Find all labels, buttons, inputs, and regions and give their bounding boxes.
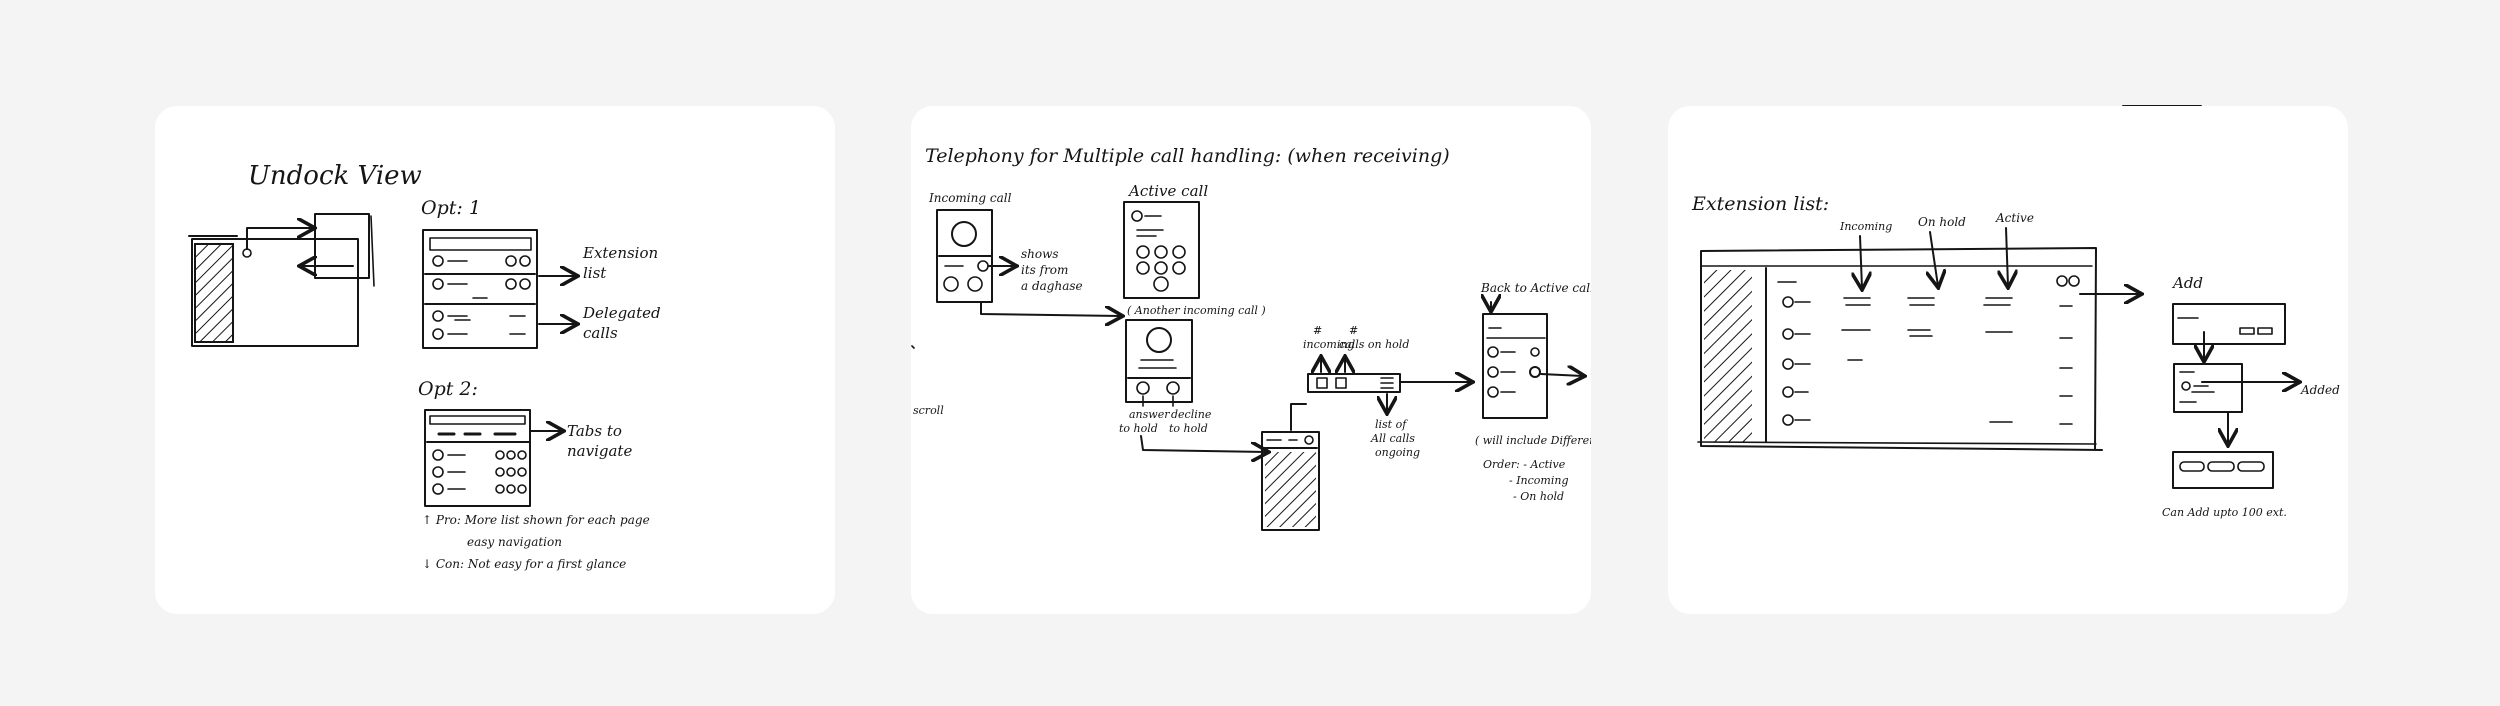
shows-line1: shows (1021, 247, 1059, 261)
back-to-active-sketch (1483, 302, 1583, 419)
list-calls-line2: All calls (1370, 432, 1415, 445)
add-flow-sketch (2172, 303, 2298, 489)
opt1-phone-sketch (422, 229, 576, 349)
num-onhold-line1: # (1349, 324, 1358, 337)
label-tabs-line1: Tabs to (567, 422, 622, 440)
answer-hold-line1: answer (1129, 408, 1170, 421)
num-incoming-line1: # (1313, 324, 1322, 337)
num-incoming-line2: incoming (1303, 338, 1354, 351)
active-call-sketch (1123, 201, 1200, 299)
num-onhold-line2: calls on hold (1339, 338, 1409, 351)
incoming-call-sketch (936, 209, 1121, 316)
active-call-label: Active call (1127, 182, 1208, 200)
another-incoming-sketch (1125, 319, 1267, 452)
order-line1: Order: - Active (1483, 458, 1566, 471)
back-to-active-label: Back to Active call (1480, 281, 1591, 295)
extension-window-sketch (1697, 227, 2140, 451)
shows-line3: a daghase (1021, 279, 1083, 293)
another-incoming-label: ( Another incoming call ) (1127, 304, 1266, 317)
add-label: Add (2171, 274, 2203, 292)
incoming-call-label: Incoming call (928, 191, 1012, 205)
undock-window-sketch (188, 213, 375, 347)
list-calls-line1: list of (1375, 418, 1408, 431)
pro-line1: ↑ Pro: More list shown for each page (422, 513, 650, 527)
order-line3: - On hold (1513, 490, 1564, 503)
label-delegated-line2: calls (583, 324, 618, 342)
will-include-label: ( will include Different (1475, 434, 1591, 447)
label-tabs-line2: navigate (567, 442, 632, 460)
calls-hold-bar-sketch (1307, 358, 1471, 412)
order-line2: - Incoming (1509, 474, 1569, 487)
board-undock-view[interactable]: Undock View Opt: 1 (155, 106, 835, 614)
board-extension-list[interactable]: Extension list: Incoming On hold Active (1668, 106, 2348, 614)
can-add-label: Can Add upto 100 ext. (2162, 506, 2287, 519)
col-onhold-label: On hold (1918, 215, 1966, 229)
col-active-label: Active (1995, 211, 2034, 225)
extension-list-title: Extension list: (1691, 193, 1829, 215)
shows-line2: its from (1021, 263, 1068, 277)
list-calls-line3: ongoing (1375, 446, 1420, 459)
opt2-heading: Opt 2: (418, 378, 478, 400)
pro-line2: easy navigation (467, 535, 562, 549)
label-extension-line1: Extension (582, 244, 658, 262)
opt1-heading: Opt: 1 (421, 197, 481, 219)
decline-hold-line1: decline (1171, 408, 1212, 421)
col-incoming-label: Incoming (1839, 220, 1892, 233)
con-line: ↓ Con: Not easy for a first glance (422, 557, 626, 571)
answer-hold-line2: to hold (1119, 422, 1158, 435)
scroll-label: scroll (913, 404, 944, 417)
added-label: Added (2300, 383, 2340, 397)
label-delegated-line1: Delegated (582, 304, 661, 322)
opt2-phone-sketch (424, 409, 562, 507)
decline-hold-line2: to hold (1169, 422, 1208, 435)
bottom-phone-sketch (1261, 403, 1320, 531)
board-telephony[interactable]: Telephony for Multiple call handling: (w… (911, 106, 1591, 614)
label-extension-line2: list (583, 264, 607, 282)
undock-view-title: Undock View (248, 161, 422, 191)
telephony-title: Telephony for Multiple call handling: (w… (925, 145, 1450, 167)
